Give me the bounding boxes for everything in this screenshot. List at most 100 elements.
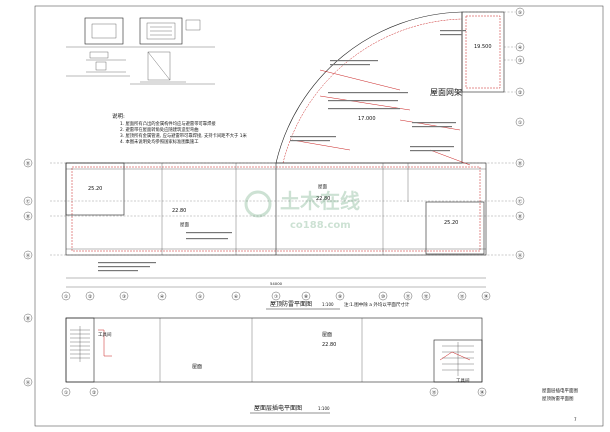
svg-text:②: ② (518, 90, 522, 96)
axis-bubble-bottom: ⑧ (301, 291, 311, 301)
axis-bubble-right: Ⓒ (515, 196, 525, 206)
plan2-roof-elev: 22.80 (322, 342, 336, 348)
stair-steps-right (442, 342, 474, 376)
detail-sketches (66, 17, 215, 85)
svg-text:⑬: ⑬ (432, 389, 437, 396)
svg-text:④: ④ (160, 294, 164, 300)
axis-bubble-bottom: ⑥ (231, 291, 241, 301)
svg-text:Ⓐ: Ⓐ (518, 252, 523, 259)
axis-bubble-bottom: ⑤ (195, 291, 205, 301)
raised-block-left (65, 162, 125, 216)
page-number: 7 (574, 417, 577, 422)
plan1-title: 屋顶防雷平面图 (270, 300, 312, 308)
axis-bubble-bottom: ⑫ (421, 291, 431, 301)
stair-tower-top (461, 11, 505, 93)
axis-bubble-plan2-bottom: ② (89, 387, 99, 397)
svg-text:Ⓒ: Ⓒ (518, 198, 523, 205)
grid-lines-top (50, 11, 515, 256)
svg-text:Ⓑ: Ⓑ (26, 315, 31, 322)
axis-bubble-left: Ⓐ (23, 250, 33, 260)
axis-bubble-bottom: ⑨ (335, 291, 345, 301)
roof-main-label: 屋面网架 (430, 88, 462, 97)
svg-text:Ⓐ: Ⓐ (26, 379, 31, 386)
svg-text:①: ① (64, 294, 68, 300)
axis-bubble-right: ⑤ (515, 7, 525, 17)
axis-bubble-plan2-bottom: ⑭ (477, 387, 487, 397)
axis-bubble-right: Ⓑ (515, 211, 525, 221)
axis-bubble-plan2-left: Ⓐ (23, 377, 33, 387)
svg-text:Ⓑ: Ⓑ (26, 213, 31, 220)
axis-bubble-plan2-left: Ⓑ (23, 313, 33, 323)
svg-text:②: ② (92, 390, 96, 396)
plan1-scale: 1:100 (322, 302, 334, 307)
plan2-roof-main: 屋面 (192, 364, 202, 370)
plan2-title: 屋面层插电平面图 (254, 404, 302, 412)
axis-bubble-right: ① (515, 117, 525, 127)
svg-text:⑪: ⑪ (406, 293, 411, 300)
legend-line-1: 屋面层插电平面图 (542, 387, 578, 394)
svg-text:Ⓑ: Ⓑ (518, 213, 523, 220)
svg-text:⑤: ⑤ (518, 10, 522, 16)
note-line-2: 2. 避雷带在屋面转角处应随建筑造型弯曲 (120, 126, 199, 133)
svg-text:Ⓓ: Ⓓ (518, 160, 523, 167)
axis-bubble-bottom: ② (85, 291, 95, 301)
axis-bubble-left: Ⓓ (23, 158, 33, 168)
watermark: 土木在线 co188.com (244, 189, 360, 231)
axis-bubble-bottom: ③ (119, 291, 129, 301)
elev-arc: 17.000 (358, 116, 376, 122)
raised-block-right (425, 201, 485, 255)
room-tool-1: 工具间 (98, 331, 112, 338)
svg-text:②: ② (88, 294, 92, 300)
roof-label-2: 屋面 (318, 184, 327, 190)
axis-bubble-bottom: ⑭ (481, 291, 491, 301)
dim-total: 54000 (270, 281, 283, 286)
svg-text:⑤: ⑤ (198, 294, 202, 300)
axis-bubble-bottom: ④ (157, 291, 167, 301)
stair-steps-left (70, 326, 90, 362)
axis-bubble-left: Ⓒ (23, 196, 33, 206)
legend-line-2: 屋顶防雷平面图 (542, 395, 574, 402)
svg-text:⑭: ⑭ (484, 293, 489, 300)
axis-bubble-bottom: ⑪ (403, 291, 413, 301)
stair-right (433, 339, 483, 383)
svg-text:⑬: ⑬ (460, 293, 465, 300)
axis-bubble-bottom: ⑬ (457, 291, 467, 301)
svg-text:⑦: ⑦ (274, 294, 278, 300)
svg-text:④: ④ (518, 45, 522, 51)
axis-bubble-right: ③ (515, 55, 525, 65)
plan1-note: 注:1.图中除 a 外均以平面尺寸计 (344, 301, 410, 308)
axis-bubble-left: Ⓑ (23, 211, 33, 221)
svg-text:Ⓒ: Ⓒ (26, 198, 31, 205)
plan2-scale: 1:100 (318, 406, 330, 411)
svg-text:⑫: ⑫ (424, 293, 429, 300)
roof-power-plan: 工具间 工具间 屋面 22.80 屋面 (65, 317, 483, 384)
axis-bubble-plan2-bottom: ① (61, 387, 71, 397)
axis-bubble-bottom: ① (61, 291, 71, 301)
axis-bubble-right: Ⓐ (515, 250, 525, 260)
notes-heading: 说明: (112, 112, 125, 120)
roof-label-1: 屋面 (180, 222, 189, 228)
elev-mid-2: 22.80 (316, 196, 330, 202)
watermark-brand: 土木在线 (280, 189, 360, 213)
stair-left (65, 317, 95, 383)
svg-text:③: ③ (122, 294, 126, 300)
roof-lightning-plan: 屋面网架 17.000 19.500 25.20 22.80 22.80 25.… (65, 11, 505, 288)
note-line-3: 3. 屋顶所有金属管道, 应与避雷带可靠焊接, 支持卡间距不大于 1米 (120, 132, 247, 139)
axis-bubble-bottom: ⑦ (271, 291, 281, 301)
svg-text:⑧: ⑧ (304, 294, 308, 300)
svg-text:⑥: ⑥ (234, 294, 238, 300)
watermark-url: co188.com (290, 220, 351, 231)
note-line-4: 4. 本图未说明处均参照国家标准图集施工 (120, 138, 199, 145)
svg-text:Ⓐ: Ⓐ (26, 252, 31, 259)
axis-bubble-right: ② (515, 87, 525, 97)
elev-right: 25.20 (444, 220, 458, 226)
svg-text:①: ① (518, 120, 522, 126)
axis-bubble-right: ④ (515, 42, 525, 52)
svg-text:Ⓓ: Ⓓ (26, 160, 31, 167)
sheet-border (34, 5, 604, 427)
elev-mid-1: 22.80 (172, 208, 186, 214)
axis-bubble-right: Ⓓ (515, 158, 525, 168)
note-line-1: 1. 屋面所有凸出的金属构件均应与避雷带可靠焊接 (120, 120, 216, 127)
